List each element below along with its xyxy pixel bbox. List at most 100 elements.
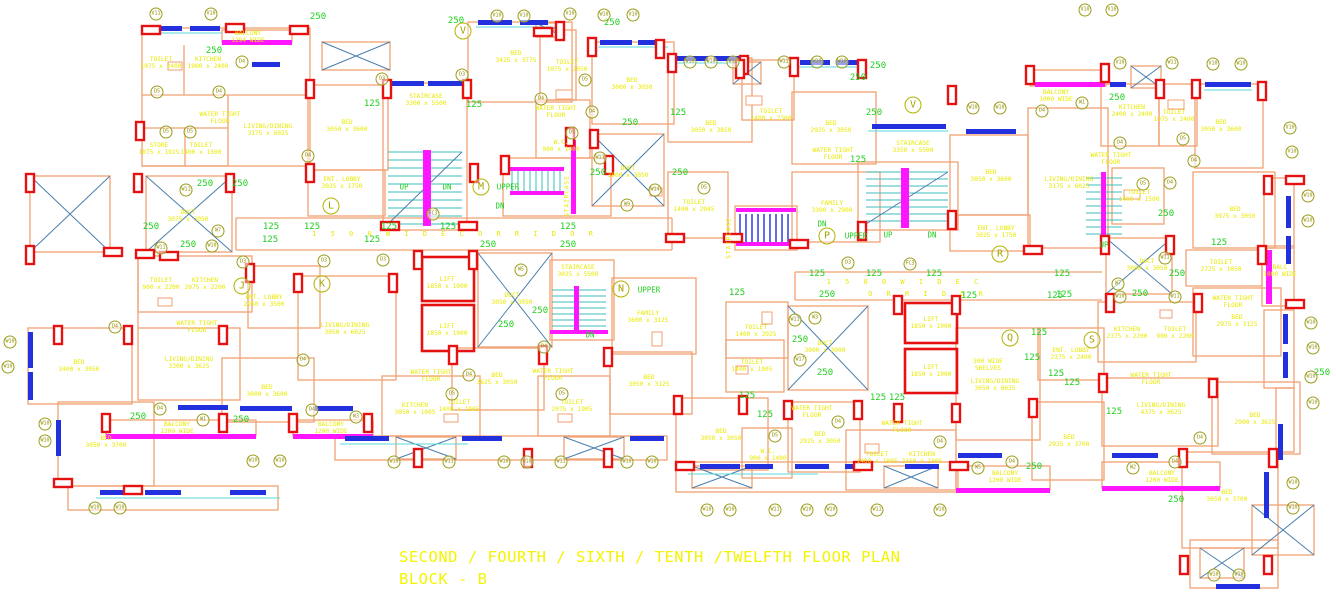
dimension-label: 250: [1157, 209, 1175, 219]
plan-title: SECOND / FOURTH / SIXTH / TENTH /TWELFTH…: [399, 548, 901, 566]
reference-marker: W11: [593, 151, 607, 165]
reference-marker: W10: [1234, 57, 1248, 71]
reference-marker: D3: [455, 68, 469, 82]
unit-letter-marker: L: [322, 197, 340, 215]
dimension-label: 250: [589, 168, 607, 178]
reference-marker: W7: [1111, 277, 1125, 291]
reference-marker: D5: [445, 387, 459, 401]
dimension-label: 125: [363, 99, 381, 109]
reference-marker: W5: [514, 263, 528, 277]
reference-marker: V10: [1283, 121, 1297, 135]
dimension-label: 250: [531, 306, 549, 316]
stair-direction-label: UP: [1099, 240, 1109, 250]
reference-marker: W10: [1306, 396, 1320, 410]
reference-marker: W11: [788, 313, 802, 327]
reference-marker: W10: [704, 55, 718, 69]
dimension-label: 125: [1046, 291, 1064, 301]
reference-marker: V10: [626, 8, 640, 22]
reference-marker: W10: [683, 55, 697, 69]
staircase-vertical-label: STAIRCASE: [563, 175, 571, 217]
reference-marker: W11: [870, 503, 884, 517]
reference-marker: W10: [835, 55, 849, 69]
reference-marker: W10: [1306, 341, 1320, 355]
reference-marker: W10: [1113, 290, 1127, 304]
dimension-label: 250: [205, 46, 223, 56]
reference-marker: D4: [831, 415, 845, 429]
dimension-label: 125: [1030, 328, 1048, 338]
dimension-label: 125: [865, 269, 883, 279]
reference-marker: D4: [296, 353, 310, 367]
reference-marker: W10: [824, 503, 838, 517]
reference-marker: W10: [933, 503, 947, 517]
reference-marker: V10: [1105, 3, 1119, 17]
dimension-label: 125: [1063, 378, 1081, 388]
reference-marker: D3: [375, 72, 389, 86]
plan-subtitle: BLOCK - B: [399, 570, 488, 588]
reference-marker: D4: [534, 92, 548, 106]
reference-marker: W10: [1232, 568, 1246, 582]
reference-marker: D4: [235, 55, 249, 69]
reference-marker: W11: [768, 503, 782, 517]
dimension-label: 125: [738, 391, 756, 401]
unit-letter-marker: V: [904, 96, 922, 114]
reference-marker: W10: [1304, 370, 1318, 384]
reference-marker: D4: [537, 340, 551, 354]
dimension-label: 250: [497, 320, 515, 330]
dimension-label: 250: [865, 108, 883, 118]
corridor-label: 1 5 0 0 W I D E C: [826, 278, 984, 286]
dimension-label: 250: [196, 179, 214, 189]
reference-marker: W10: [387, 455, 401, 469]
reference-marker: D5: [150, 85, 164, 99]
reference-marker: D5: [555, 387, 569, 401]
reference-marker: D4: [1005, 455, 1019, 469]
reference-marker: W5: [971, 461, 985, 475]
reference-marker: V10: [563, 7, 577, 21]
reference-marker: W10: [1, 360, 15, 374]
stair-direction-label: UPPER: [637, 285, 661, 295]
dimension-label: 125: [380, 222, 398, 232]
unit-letter-marker: Q: [1001, 329, 1019, 347]
dimension-label: 250: [1313, 368, 1331, 378]
dimension-label: 125: [261, 235, 279, 245]
unit-letter-marker: P: [818, 227, 836, 245]
reference-marker: W3: [349, 410, 363, 424]
dimension-label: 250: [818, 290, 836, 300]
reference-marker: W7: [211, 224, 225, 238]
reference-marker: W10: [113, 501, 127, 515]
dimension-label: 125: [262, 222, 280, 232]
staircase-vertical-label: STAIRCASE: [725, 217, 733, 259]
reference-marker: W11: [1158, 251, 1172, 265]
reference-marker: D4: [1187, 154, 1201, 168]
